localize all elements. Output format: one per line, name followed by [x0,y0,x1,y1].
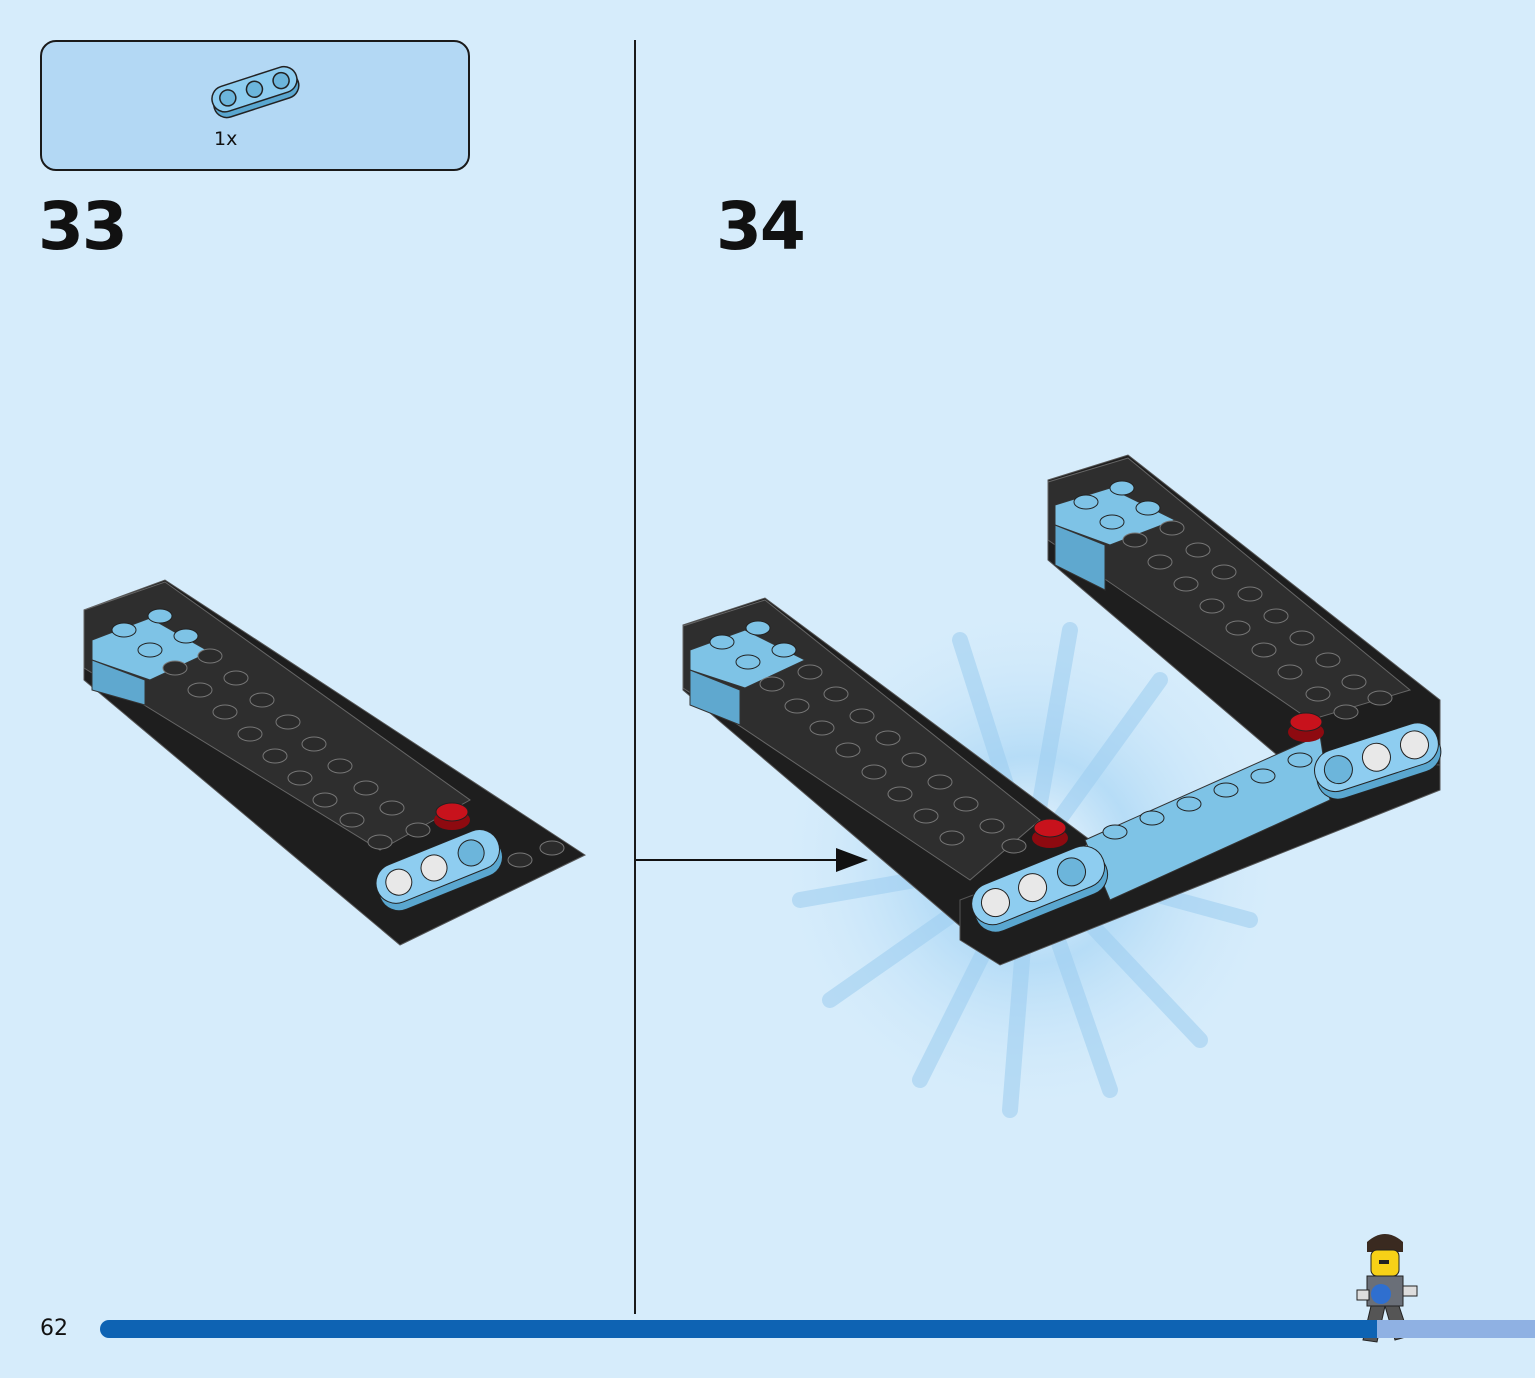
step-number-33: 33 [38,188,128,265]
step-divider [634,40,636,1314]
beam-part-icon [211,65,300,119]
assembly-arrow [636,848,868,872]
part-quantity: 1x [214,128,238,150]
page-number: 62 [40,1316,68,1341]
step-number-34: 34 [716,188,806,265]
progress-bar-fill [100,1320,1377,1338]
step-33-model [83,579,587,946]
progress-bar-remaining [1377,1320,1535,1338]
parts-callout: 1x [40,40,470,171]
step-34-model [682,454,1442,966]
progress-bar [100,1320,1535,1338]
